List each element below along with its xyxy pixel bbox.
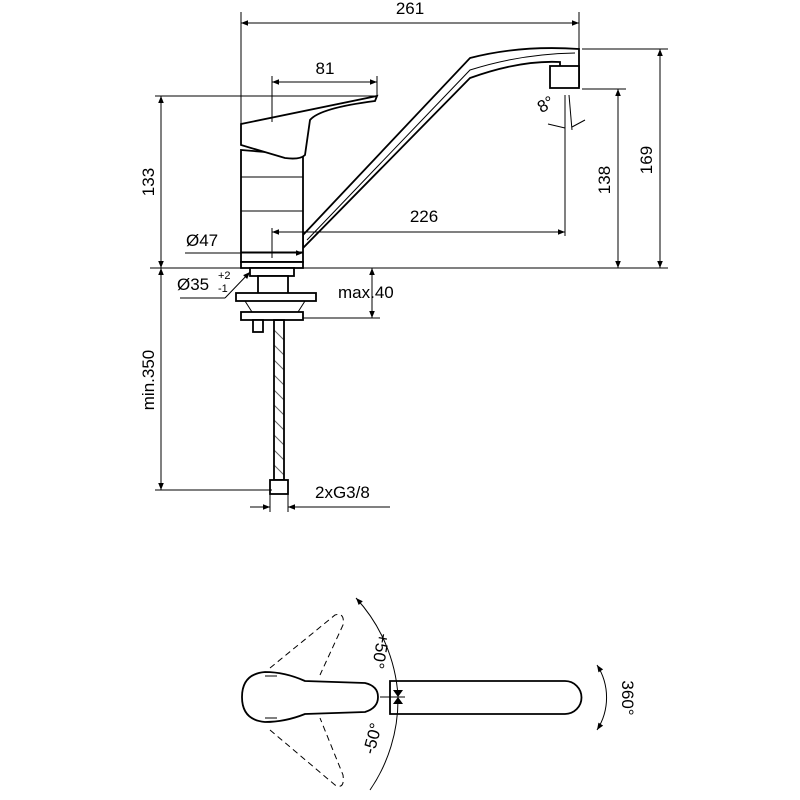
aerator xyxy=(549,65,580,89)
lever-angle-minus: -50° xyxy=(359,721,385,756)
mounting-plate xyxy=(235,292,317,302)
dim-body-diameter: Ø47 xyxy=(186,231,218,250)
dim-overall-length: 261 xyxy=(396,0,424,18)
lever-top xyxy=(241,671,379,723)
dim-spout-height: 169 xyxy=(637,146,656,174)
dim-max-thickness: max.40 xyxy=(338,283,394,302)
dim-lever-length: 81 xyxy=(316,59,335,78)
rotation-arc-plus xyxy=(355,597,399,697)
lever-ghost-plus xyxy=(269,614,344,676)
hose-fitting xyxy=(269,479,289,495)
dim-outlet-height: 138 xyxy=(595,166,614,194)
spout-rotation-arc xyxy=(596,664,607,731)
spout-outline xyxy=(302,47,580,251)
rotation-arc-minus xyxy=(369,698,399,791)
faucet-side-view xyxy=(235,47,580,495)
dim-connections: 2xG3/8 xyxy=(315,483,370,502)
spout-rotation-label: 360° xyxy=(618,680,637,715)
dim-min-hose: min.350 xyxy=(139,350,158,410)
lever-ghost-minus xyxy=(269,717,344,787)
dim-outlet-angle: 8° xyxy=(534,92,558,117)
hose xyxy=(273,319,285,481)
mounting-flange xyxy=(249,267,295,277)
dim-hole-diameter: Ø35 xyxy=(177,275,209,294)
dimensions: 261 81 133 169 138 8° 226 Ø47 Ø35 +2 -1 … xyxy=(139,0,668,512)
dim-hole-tolerance-minus: -1 xyxy=(218,283,228,295)
nut xyxy=(252,319,264,333)
spout-top xyxy=(389,680,583,715)
dim-spout-reach: 226 xyxy=(410,207,438,226)
lever-handle xyxy=(240,94,379,160)
dim-hole-tolerance-plus: +2 xyxy=(218,270,231,282)
lever-angle-plus: +50° xyxy=(368,632,393,670)
dim-lever-height: 133 xyxy=(139,168,158,196)
faucet-top-view: +50° -50° 360° xyxy=(241,597,637,791)
